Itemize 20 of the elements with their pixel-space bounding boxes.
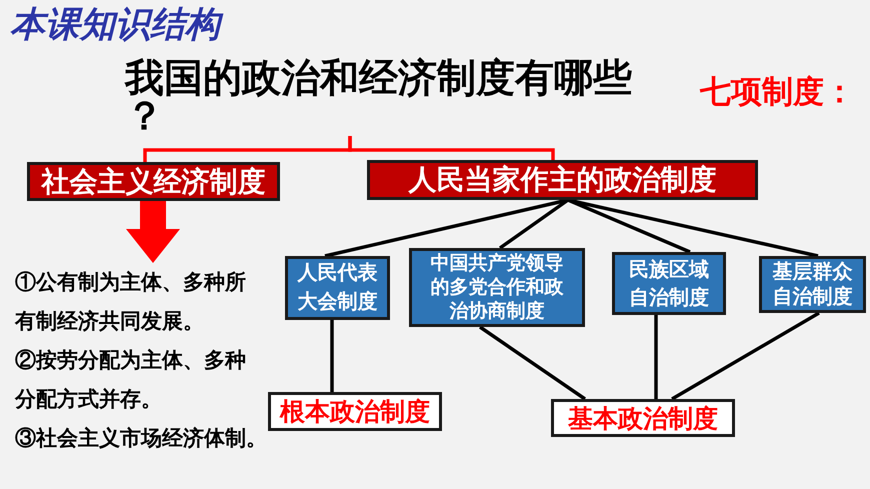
system-box: 民族区域自治制度	[612, 252, 726, 315]
connector-line	[499, 198, 569, 250]
connector-line	[479, 326, 586, 400]
list-item-text: ③社会主义市场经济体制。	[15, 426, 268, 452]
system-box: 人民代表大会制度	[285, 256, 390, 320]
note-text: 七项制度：	[700, 73, 855, 111]
summary-box: 根本政治制度	[268, 392, 442, 431]
list-item-text: ②按劳分配为主体、多种分配方式并存。	[15, 348, 247, 413]
summary-box: 基本政治制度	[551, 399, 735, 437]
connector-line	[330, 320, 334, 392]
connector-line	[568, 198, 818, 258]
list-item-text: ①公有制为主体、多种所有制经济共同发展。	[15, 270, 247, 335]
system-box: 基层群众自治制度	[759, 256, 866, 313]
system-box: 中国共产党领导的多党合作和政治协商制度	[409, 248, 585, 327]
heading-banner: 人民当家作主的政治制度	[367, 160, 758, 200]
brace-line	[348, 136, 555, 160]
block-arrow	[126, 201, 180, 263]
connector-line	[671, 311, 820, 401]
heading-banner: 社会主义经济制度	[27, 162, 280, 201]
connector-line	[654, 315, 658, 399]
